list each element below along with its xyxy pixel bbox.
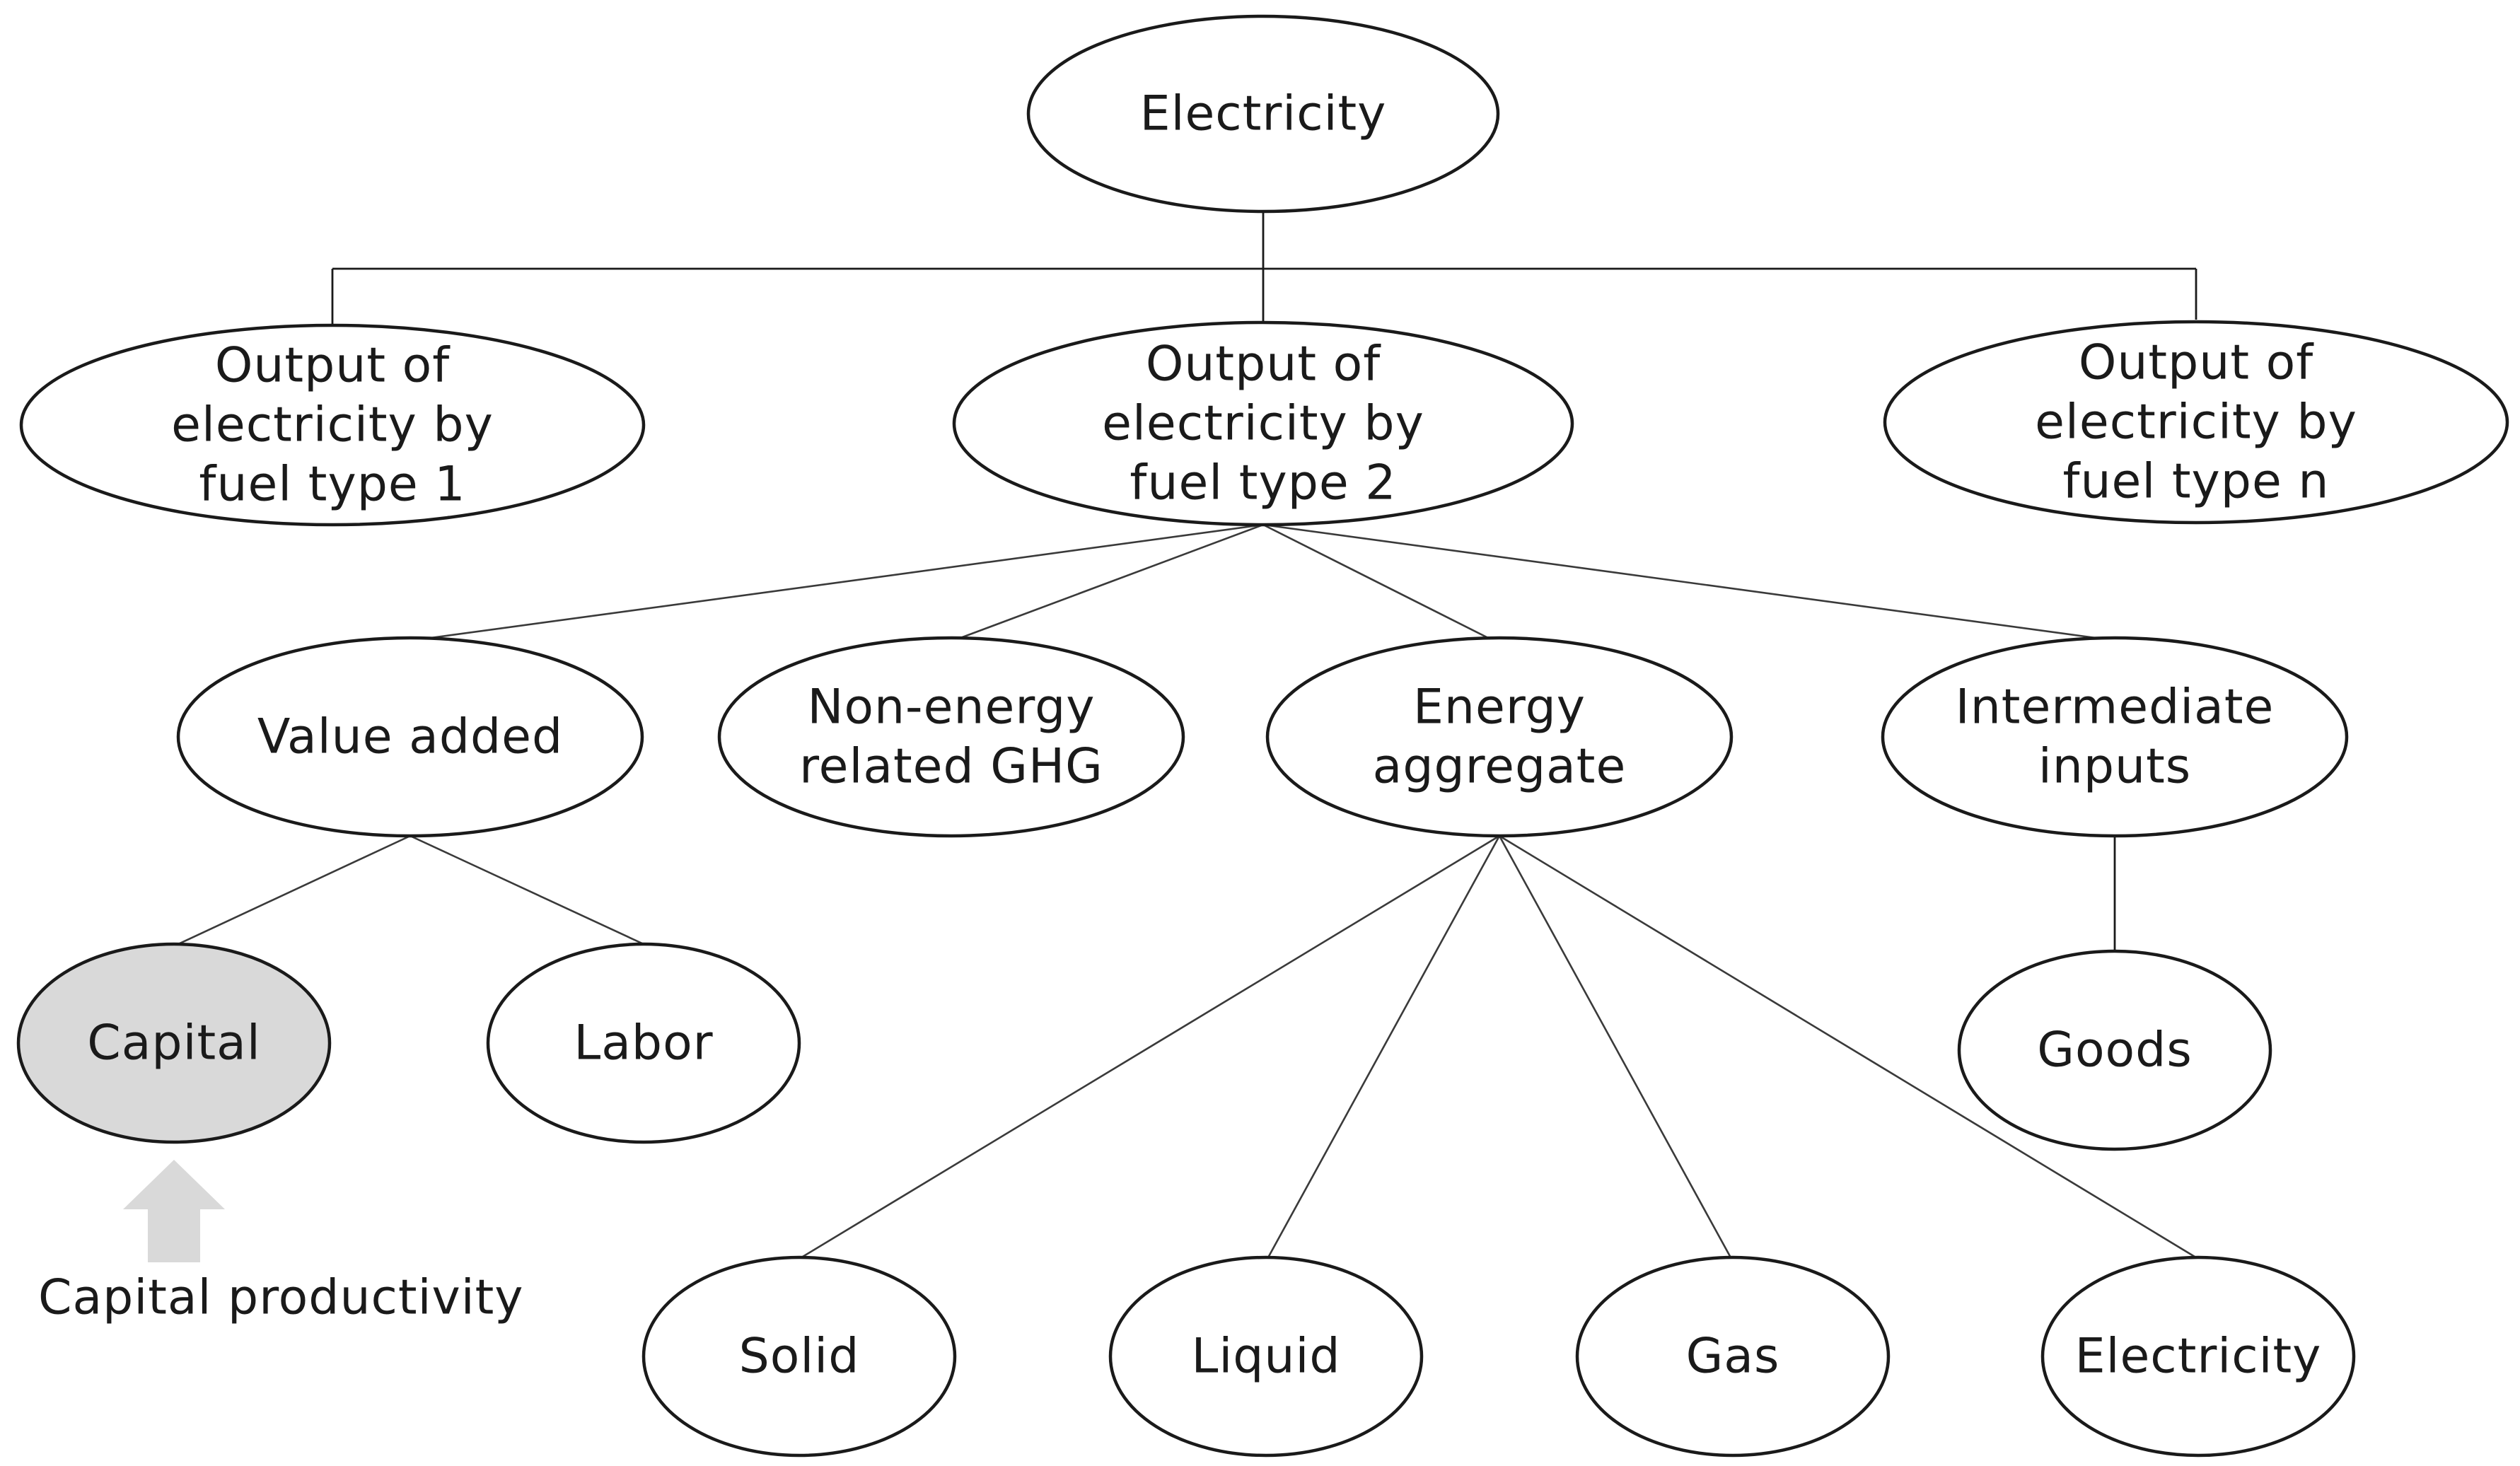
capital-productivity-annotation: Capital productivity <box>38 1160 524 1326</box>
node-goods-shape <box>1957 949 2272 1151</box>
node-label-line: Goods <box>2037 1023 2193 1078</box>
node-non-energy-ghg-shape <box>717 636 1185 838</box>
node-label-line: Electricity <box>2075 1329 2322 1385</box>
node-label-line: electricity by <box>2035 395 2357 450</box>
node-label-line: Liquid <box>1191 1329 1340 1385</box>
up-arrow-icon <box>123 1160 225 1262</box>
node-label-line: Capital <box>87 1016 260 1071</box>
node-gas-shape <box>1575 1255 1891 1458</box>
node-value-added-label: Value added <box>257 709 563 765</box>
node-electricity-leaf-shape <box>2040 1255 2356 1458</box>
node-label-line: Gas <box>1686 1329 1780 1385</box>
node-label-line: electricity by <box>1102 396 1424 452</box>
edge-value-added-to-capital <box>178 834 411 946</box>
node-energy-aggregate-shape <box>1265 636 1734 838</box>
node-labor-shape <box>486 942 801 1144</box>
node-value-added: Value added <box>176 636 644 838</box>
node-solid-shape <box>641 1255 957 1458</box>
node-liquid-label: Liquid <box>1191 1329 1340 1385</box>
node-electricity-leaf-label: Electricity <box>2075 1329 2322 1385</box>
node-label-line: related GHG <box>799 739 1103 795</box>
edge-energy-aggregate-to-liquid <box>1266 835 1501 1260</box>
node-value-added-shape <box>176 636 644 838</box>
node-label-line: Electricity <box>1140 86 1387 142</box>
node-label-line: fuel type 2 <box>1130 455 1396 511</box>
edge-value-added-to-labor <box>410 834 644 946</box>
node-label-line: Intermediate <box>1956 680 2275 735</box>
edge-fuel2-to-intermediate-inputs <box>1262 523 2112 641</box>
node-label-line: Labor <box>574 1016 713 1071</box>
node-capital-label: Capital <box>87 1016 260 1071</box>
node-liquid-shape <box>1108 1255 1424 1458</box>
edge-fuel2-to-value-added <box>414 523 1264 641</box>
edge-fuel2-to-energy-aggregate <box>1262 523 1493 641</box>
edge-energy-aggregate-to-solid <box>799 834 1500 1260</box>
node-labor-label: Labor <box>574 1016 713 1071</box>
node-label-line: fuel type n <box>2063 454 2330 510</box>
node-liquid: Liquid <box>1108 1255 1424 1458</box>
node-label-line: Output of <box>2079 335 2314 391</box>
node-label-line: Output of <box>1146 337 1381 392</box>
node-gas-label: Gas <box>1686 1329 1780 1385</box>
node-electricity-root-label: Electricity <box>1140 86 1387 142</box>
node-goods: Goods <box>1957 949 2272 1151</box>
node-electricity-root: Electricity <box>1026 14 1500 214</box>
edges <box>178 211 2199 1260</box>
node-intermediate-inputs-shape <box>1881 636 2349 838</box>
node-fuel-type-2-shape <box>952 320 1574 527</box>
node-capital: Capital <box>16 942 332 1144</box>
node-goods-label: Goods <box>2037 1023 2193 1078</box>
node-label-line: fuel type 1 <box>199 457 465 513</box>
node-label-line: aggregate <box>1373 739 1627 795</box>
node-label-line: Output of <box>215 338 451 394</box>
edge-root-to-fuel-types <box>331 211 2197 325</box>
node-label-line: Non-energy <box>807 680 1095 735</box>
node-electricity-leaf: Electricity <box>2040 1255 2356 1458</box>
edge-fuel2-to-non-energy-ghg <box>954 523 1264 641</box>
node-label-line: Value added <box>257 709 563 765</box>
node-solid-label: Solid <box>739 1329 860 1385</box>
node-electricity-root-shape <box>1026 14 1500 214</box>
node-label-line: Solid <box>739 1329 860 1385</box>
node-label-line: electricity by <box>171 397 494 453</box>
node-fuel-type-1-shape <box>19 323 646 527</box>
capital-productivity-label: Capital productivity <box>38 1270 524 1326</box>
edge-energy-aggregate-to-electricity <box>1499 834 2199 1260</box>
node-gas: Gas <box>1575 1255 1891 1458</box>
node-capital-shape <box>16 942 332 1144</box>
node-labor: Labor <box>486 942 801 1144</box>
node-fuel-type-n-shape <box>1883 320 2509 525</box>
node-label-line: inputs <box>2038 739 2191 795</box>
node-label-line: Energy <box>1413 680 1586 735</box>
node-solid: Solid <box>641 1255 957 1458</box>
edge-energy-aggregate-to-gas <box>1498 835 1733 1260</box>
